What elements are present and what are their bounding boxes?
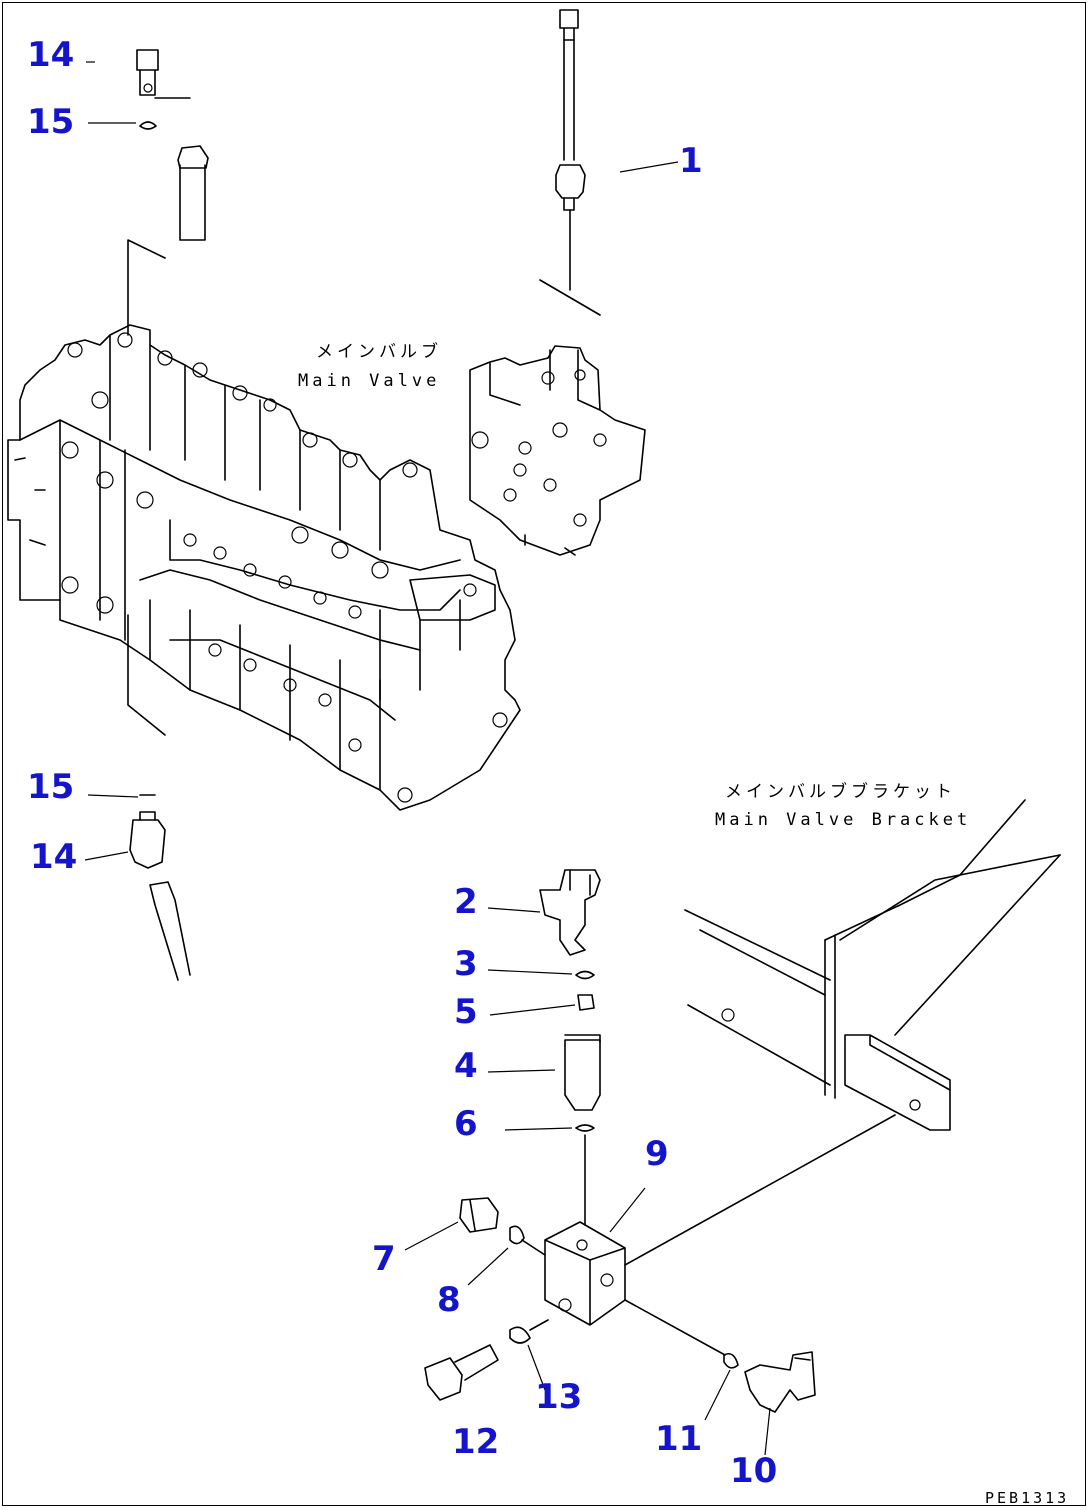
callout-8: 8 bbox=[437, 1280, 461, 1320]
main-valve-bracket bbox=[684, 799, 1061, 1131]
part-6-oring bbox=[575, 1124, 595, 1132]
callout-2: 2 bbox=[454, 882, 478, 922]
lower-hose bbox=[149, 881, 191, 981]
fitting-14-mid bbox=[129, 811, 166, 869]
callout-6: 6 bbox=[454, 1104, 478, 1144]
part-11-oring bbox=[723, 1352, 739, 1369]
secondary-valve bbox=[469, 345, 646, 556]
part-5-check bbox=[577, 994, 595, 1011]
part-8-oring bbox=[509, 1225, 525, 1245]
part-13-washer bbox=[509, 1326, 531, 1344]
part-10-elbow bbox=[744, 1351, 816, 1413]
fitting-14-top bbox=[136, 49, 191, 99]
callout-1: 1 bbox=[679, 141, 703, 181]
leader-8-block bbox=[521, 1239, 546, 1256]
callout-3: 3 bbox=[454, 944, 478, 984]
callout-10: 10 bbox=[730, 1451, 777, 1491]
callout-11: 11 bbox=[655, 1419, 702, 1459]
bracket-label-en: Main Valve Bracket bbox=[715, 810, 971, 830]
callout-7: 7 bbox=[372, 1239, 396, 1279]
drawing-code: PEB1313 bbox=[985, 1489, 1069, 1507]
part-4-valve bbox=[564, 1034, 601, 1111]
callout-12: 12 bbox=[452, 1422, 499, 1462]
callout-15-top: 15 bbox=[27, 102, 74, 142]
callout-9: 9 bbox=[645, 1134, 669, 1174]
callout-4: 4 bbox=[454, 1046, 478, 1086]
part-9-block bbox=[544, 1114, 896, 1326]
leader-block-11 bbox=[624, 1299, 726, 1356]
part-7-plug bbox=[459, 1197, 499, 1233]
part-3-oring bbox=[575, 970, 595, 980]
main-valve-label-en: Main Valve bbox=[298, 371, 440, 391]
main-valve-body bbox=[7, 324, 521, 811]
leader-13-block bbox=[529, 1319, 549, 1331]
callout-13: 13 bbox=[535, 1377, 582, 1417]
callout-14-mid: 14 bbox=[30, 837, 77, 877]
part-2-fitting bbox=[539, 869, 601, 956]
callout-15-mid: 15 bbox=[27, 767, 74, 807]
main-valve-label-jp: メインバルブ bbox=[316, 341, 442, 362]
leader-lines bbox=[84, 61, 771, 1456]
oring-15-top bbox=[139, 121, 157, 130]
bracket-label-jp: メインバルブブラケット bbox=[725, 781, 956, 802]
part-12-bolt bbox=[424, 1344, 499, 1401]
callout-5: 5 bbox=[454, 992, 478, 1032]
callout-14-top: 14 bbox=[27, 35, 74, 75]
leader-top-to-valve bbox=[127, 239, 166, 336]
top-pipe bbox=[177, 145, 209, 241]
part-1-sensor bbox=[539, 9, 601, 316]
